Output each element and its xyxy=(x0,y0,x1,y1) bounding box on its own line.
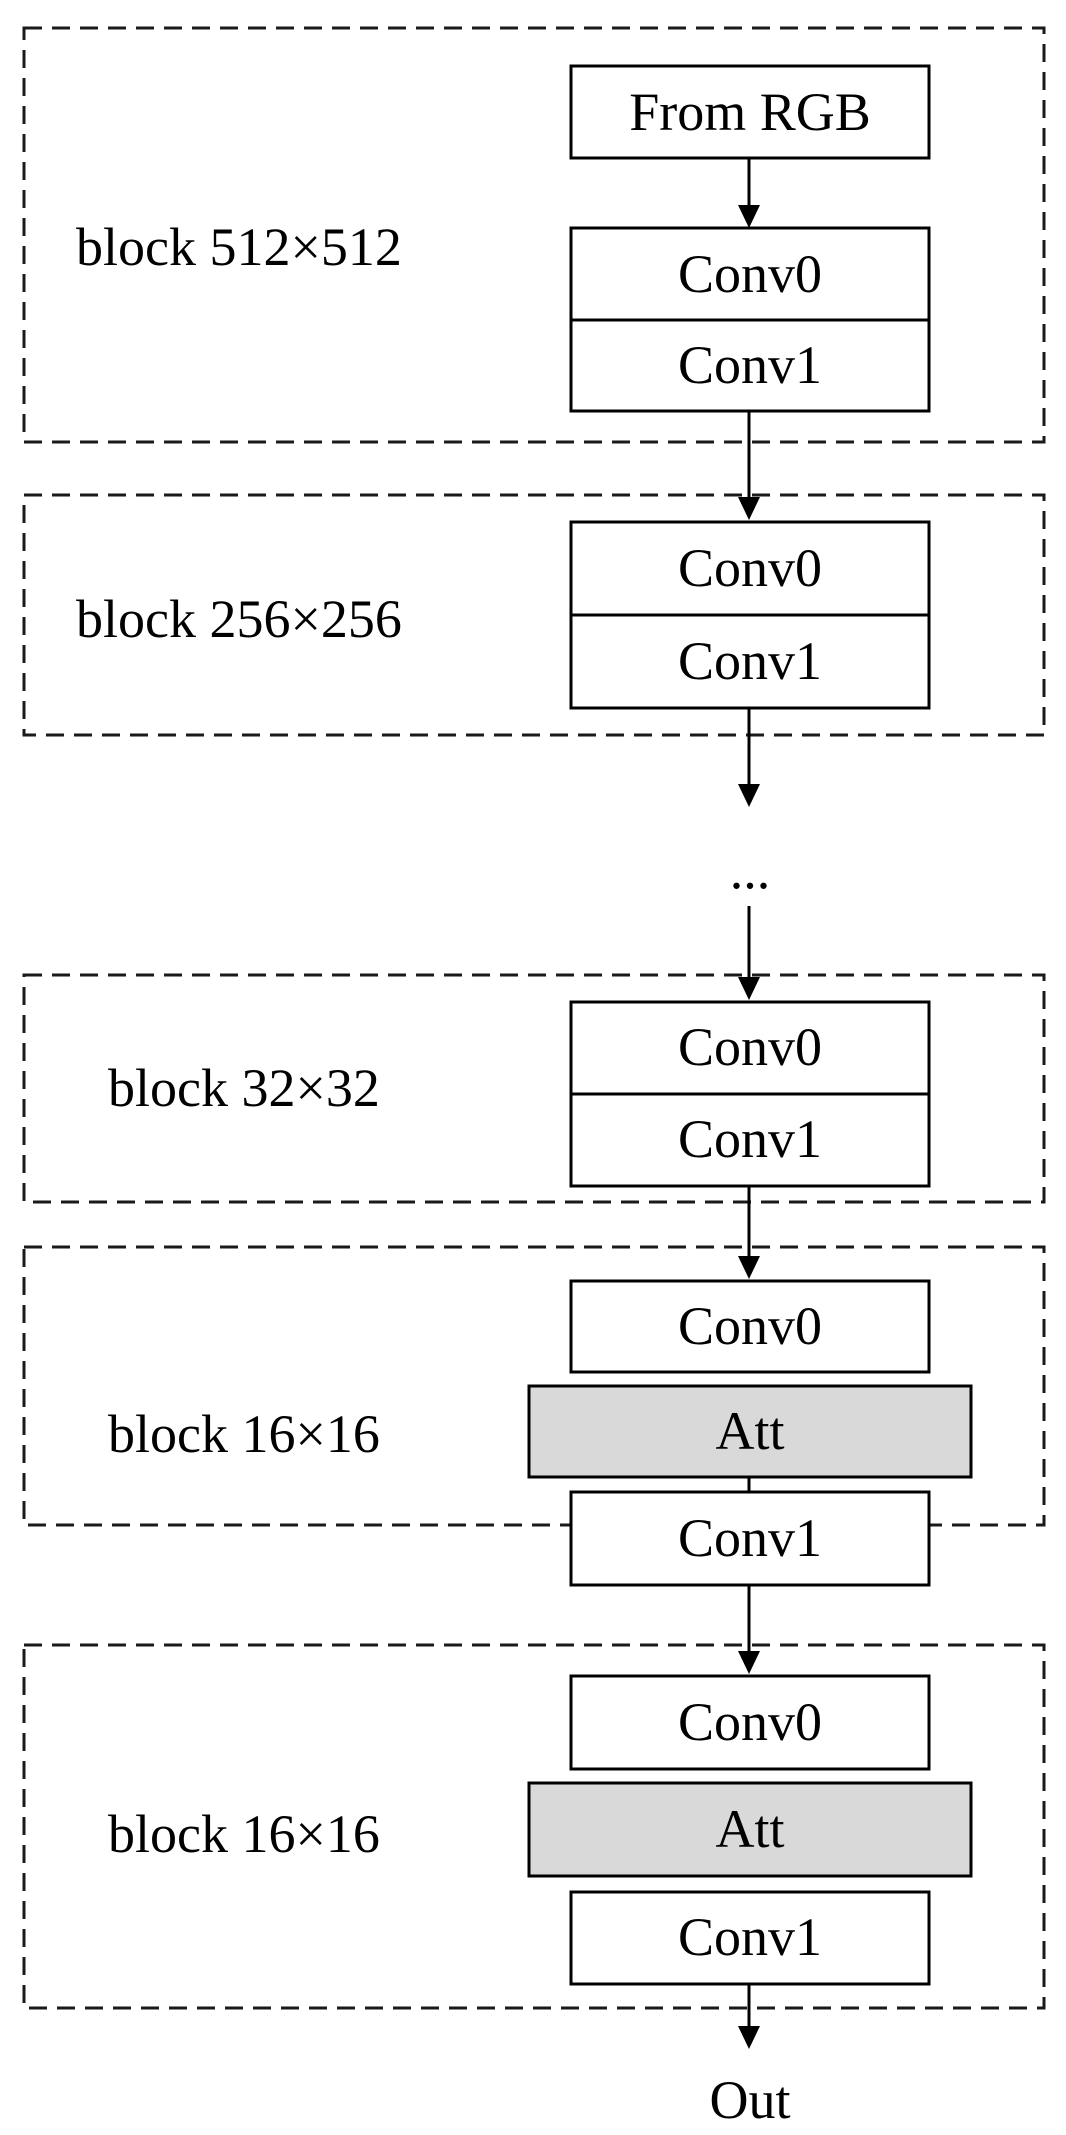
svg-text:Conv0: Conv0 xyxy=(678,244,822,304)
svg-text:Conv1: Conv1 xyxy=(678,1907,822,1967)
block-frame-16a xyxy=(22,1245,1046,1527)
block-frame-16b xyxy=(22,1643,1046,2010)
edge-256-to-ellipsis xyxy=(738,708,760,807)
block-label-16b: block 16×16 xyxy=(108,1804,380,1864)
block-frame-512 xyxy=(22,26,1046,444)
node-16a-att: Att xyxy=(527,1384,973,1479)
block-label-32: block 32×32 xyxy=(108,1058,380,1118)
node-256-conv1: Conv1 xyxy=(569,613,931,710)
svg-text:Conv1: Conv1 xyxy=(678,1109,822,1169)
node-from-rgb: From RGB xyxy=(569,64,931,160)
out-label: Out xyxy=(710,2070,791,2130)
node-32-conv1: Conv1 xyxy=(569,1092,931,1188)
svg-text:Conv0: Conv0 xyxy=(678,1017,822,1077)
svg-text:Conv0: Conv0 xyxy=(678,1692,822,1752)
edge-32-to-16a xyxy=(738,1186,760,1279)
svg-text:Att: Att xyxy=(715,1401,784,1461)
edge-16b-to-out xyxy=(738,1984,760,2049)
node-16b-conv1: Conv1 xyxy=(569,1890,931,1986)
block-label-512: block 512×512 xyxy=(76,217,402,277)
edge-ellipsis-to-32 xyxy=(738,906,760,1000)
svg-text:Att: Att xyxy=(715,1799,784,1859)
svg-text:Conv1: Conv1 xyxy=(678,1508,822,1568)
node-16b-att: Att xyxy=(527,1781,973,1878)
node-256-conv0: Conv0 xyxy=(569,520,931,617)
svg-text:From RGB: From RGB xyxy=(629,82,871,142)
node-16a-conv0: Conv0 xyxy=(569,1279,931,1374)
node-512-conv1: Conv1 xyxy=(569,318,931,413)
svg-text:Conv0: Conv0 xyxy=(678,1296,822,1356)
edge-512-to-256 xyxy=(738,411,760,520)
svg-text:Conv1: Conv1 xyxy=(678,631,822,691)
block-frame-256 xyxy=(22,493,1046,737)
node-32-conv0: Conv0 xyxy=(569,1000,931,1096)
node-16a-conv1: Conv1 xyxy=(569,1490,931,1587)
edge-from-rgb-to-conv0 xyxy=(738,158,760,228)
svg-text:Conv0: Conv0 xyxy=(678,538,822,598)
node-512-conv0: Conv0 xyxy=(569,226,931,322)
svg-text:Conv1: Conv1 xyxy=(678,335,822,395)
node-16b-conv0: Conv0 xyxy=(569,1674,931,1771)
ellipsis-label: ... xyxy=(730,840,771,900)
block-frame-32 xyxy=(22,973,1046,1204)
block-label-16a: block 16×16 xyxy=(108,1404,380,1464)
block-label-256: block 256×256 xyxy=(76,589,402,649)
